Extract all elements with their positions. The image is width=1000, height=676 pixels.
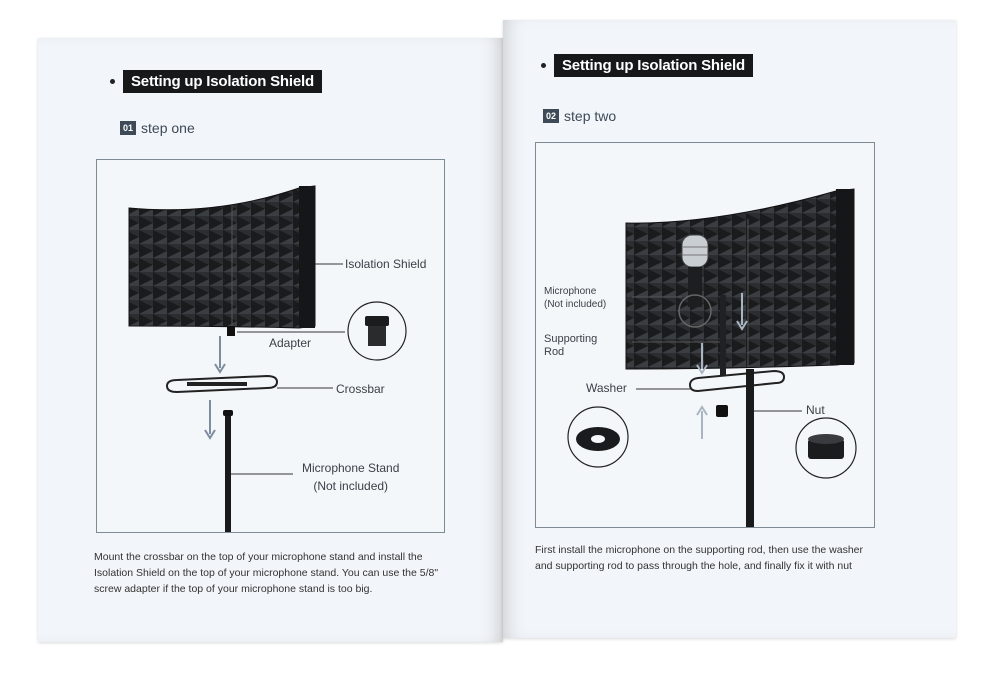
label-microphone-line2: (Not included) — [544, 299, 607, 310]
left-figure: Isolation Shield Adapter Crossbar Microp… — [96, 159, 445, 533]
label-microphone: Microphone (Not included) — [544, 285, 606, 311]
left-step-number: 01 — [120, 121, 137, 135]
right-page: Setting up Isolation Shield 02 step two — [503, 20, 956, 638]
label-crossbar: Crossbar — [336, 382, 385, 396]
label-isolation-shield: Isolation Shield — [345, 257, 427, 271]
left-heading: Setting up Isolation Shield — [110, 70, 322, 93]
bullet-dot — [541, 63, 546, 68]
left-description: Mount the crossbar on the top of your mi… — [94, 551, 439, 595]
label-microphone-stand: Microphone Stand (Not included) — [302, 459, 399, 495]
right-description: First install the microphone on the supp… — [535, 544, 864, 572]
bullet-dot — [110, 79, 115, 84]
left-page: Setting up Isolation Shield 01 step one — [38, 38, 503, 642]
label-microphone-stand-line2: (Not included) — [313, 479, 389, 493]
microphone-stand-image — [746, 369, 754, 527]
right-heading-title: Setting up Isolation Shield — [554, 54, 753, 77]
right-step-number: 02 — [543, 109, 560, 123]
label-microphone-stand-line1: Microphone Stand — [302, 461, 400, 475]
right-step-label: step two — [564, 108, 617, 124]
label-nut: Nut — [806, 403, 825, 417]
left-step-title: 01 step one — [120, 120, 195, 136]
right-diagram — [567, 188, 857, 527]
label-washer: Washer — [586, 381, 627, 395]
left-diagram — [128, 185, 407, 532]
left-heading-title: Setting up Isolation Shield — [123, 70, 322, 93]
label-supporting-rod-line2: Rod — [544, 346, 565, 358]
supporting-rod-image — [720, 295, 726, 375]
label-adapter: Adapter — [269, 336, 312, 350]
right-step-title: 02 step two — [543, 108, 616, 124]
right-figure: Microphone (Not included) Supporting Rod… — [535, 142, 875, 528]
isolation-shield-image — [128, 185, 316, 329]
label-supporting-rod-line1: Supporting — [544, 333, 598, 345]
microphone-image — [681, 234, 709, 268]
right-heading: Setting up Isolation Shield — [541, 54, 753, 77]
label-microphone-line1: Microphone — [544, 286, 597, 297]
label-supporting-rod: Supporting Rod — [544, 333, 597, 359]
left-step-label: step one — [141, 120, 195, 136]
microphone-stand-image — [225, 414, 231, 532]
